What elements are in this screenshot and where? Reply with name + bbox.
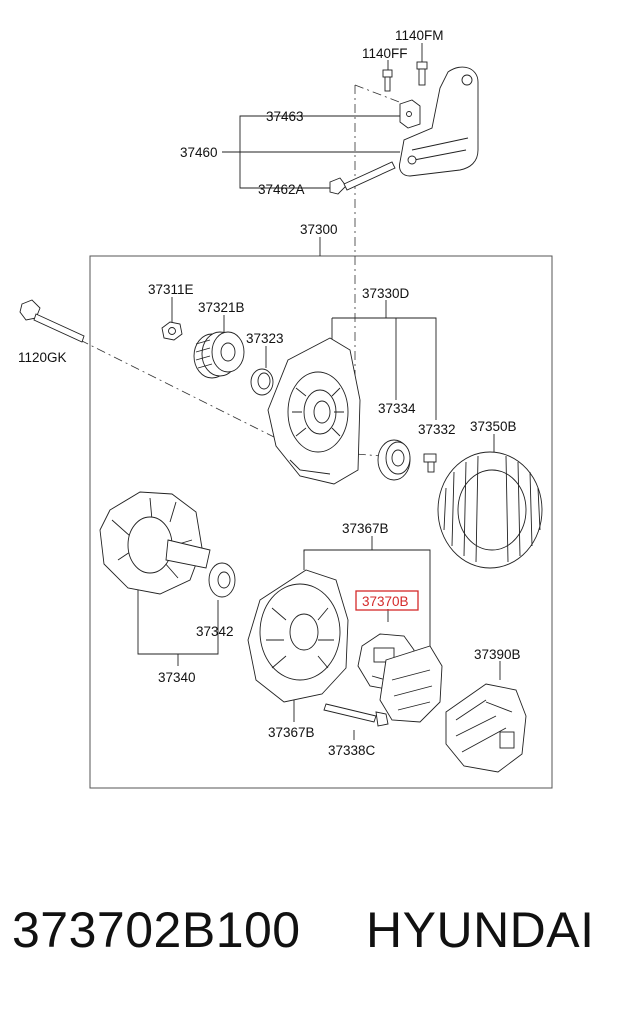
label-37300: 37300 [300, 222, 338, 237]
leader-lines [137, 43, 501, 740]
highlight-box-37370B [355, 590, 419, 611]
bearing-37342-part [208, 562, 236, 598]
bracket-37460-part [399, 66, 479, 177]
part-number-caption: 373702B100 [12, 902, 301, 958]
label-37323: 37323 [246, 331, 284, 346]
exploded-parts-diagram: 1140FM 1140FF 37463 37460 37462A 37300 3… [18, 28, 553, 789]
bolt-1140FM-part [416, 61, 428, 86]
label-1140FF: 1140FF [362, 46, 408, 61]
assembly-boundary-box [89, 255, 553, 789]
screw-37332-part [423, 453, 437, 473]
label-37390B: 37390B [474, 647, 521, 662]
block-37463-part [399, 99, 421, 129]
rectifier-part [379, 645, 443, 723]
label-37367B-top: 37367B [342, 521, 389, 536]
label-37321B: 37321B [198, 300, 245, 315]
rotor-37340-part [99, 491, 211, 595]
pulley-37321B-part [193, 331, 245, 379]
label-37332: 37332 [418, 422, 456, 437]
label-37334: 37334 [378, 401, 416, 416]
label-1120GK: 1120GK [18, 350, 67, 365]
bolt-1140FF-part [382, 69, 393, 92]
front-housing-37330D-part [267, 337, 361, 485]
label-37340: 37340 [158, 670, 196, 685]
bolt-1120GK-part [19, 299, 85, 343]
rear-cover-37390B-part [445, 683, 527, 773]
brand-caption: HYUNDAI [366, 902, 595, 958]
nut-37311E-part [161, 321, 183, 341]
label-37330D: 37330D [362, 286, 410, 301]
label-37367B-bottom: 37367B [268, 725, 315, 740]
spacer-37323-part [250, 368, 274, 396]
label-37350B: 37350B [470, 419, 517, 434]
assembly-centerlines [79, 84, 421, 459]
label-37338C: 37338C [328, 743, 376, 758]
stator-37350B-part [437, 451, 543, 569]
label-37342: 37342 [196, 624, 234, 639]
bolt-37462A-part [329, 161, 396, 195]
label-37370B-highlighted: 37370B [362, 594, 409, 609]
bearing-37334-part [377, 439, 411, 481]
bolt-37338C-part [323, 703, 389, 727]
label-37311E: 37311E [148, 282, 194, 297]
label-1140FM: 1140FM [395, 28, 444, 43]
label-37463: 37463 [266, 109, 304, 124]
label-37460: 37460 [180, 145, 218, 160]
label-37462A: 37462A [258, 182, 305, 197]
rear-housing-37367B-part [247, 569, 349, 703]
